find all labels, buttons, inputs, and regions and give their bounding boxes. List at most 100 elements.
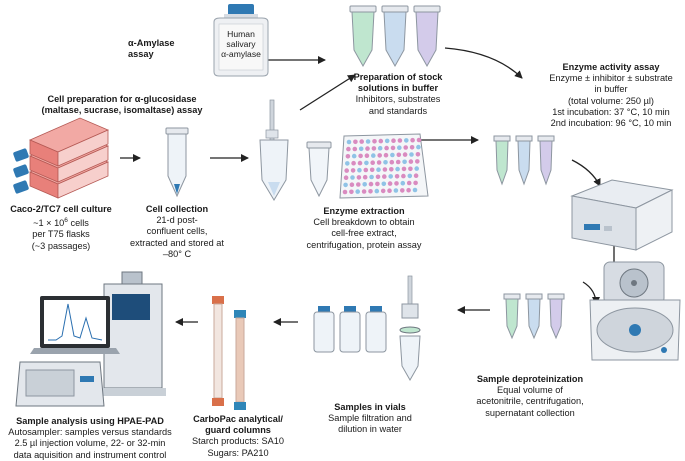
plate-well (364, 160, 369, 166)
stock-solution-tubes (349, 5, 441, 68)
cell-prep-title-1: Cell preparation for α-glucosidase (47, 94, 197, 104)
plate-well (350, 168, 356, 173)
culture-label: Caco-2/TC7 cell culture ~1 × 106 cells p… (0, 204, 122, 252)
collection-line-1: 21-d post- (156, 215, 198, 226)
plate-well (409, 145, 415, 150)
plate-well (349, 189, 354, 195)
vials-title: Samples in vials (334, 402, 406, 412)
plate-well (343, 175, 349, 180)
plate-well (416, 137, 422, 143)
cell-prep-label: Cell preparation for α-glucosidase (malt… (8, 94, 236, 116)
cell-prep-title-2: (maltase, sucrase, isomaltase) assay (41, 105, 203, 116)
plate-well (415, 152, 421, 157)
analysis-label: Sample analysis using HPAE-PAD Autosampl… (2, 416, 178, 461)
vials-label: Samples in vials Sample filtration and d… (310, 402, 430, 436)
plate-well (369, 174, 374, 180)
plate-well (363, 167, 369, 173)
plate-well (372, 139, 377, 144)
plate-well (364, 153, 370, 158)
plate-well (401, 166, 407, 172)
plate-well (402, 152, 408, 157)
plate-well (402, 159, 407, 165)
plate-well (397, 145, 402, 150)
plate-well (381, 181, 387, 187)
plate-well (391, 138, 396, 143)
analysis-title: Sample analysis using HPAE-PAD (16, 416, 164, 426)
collection-line-2: confluent cells, (146, 226, 208, 237)
hpae-pad-system (15, 271, 166, 407)
activity-title: Enzyme activity assay (562, 62, 660, 72)
plate-well (414, 166, 420, 171)
amylase-title: α-Amylase (128, 38, 175, 48)
plate-well (357, 160, 363, 166)
bottle-line-2: salivary (226, 39, 256, 49)
activity-tubes (493, 135, 555, 186)
plate-well (343, 182, 348, 188)
plate-well (396, 152, 402, 158)
plate-well (401, 173, 406, 179)
flow-arrows (120, 47, 618, 326)
collection-label: Cell collection 21-d post- confluent cel… (122, 204, 232, 260)
plate-well (406, 180, 412, 186)
extraction-line-2: cell-free extract, (331, 228, 397, 239)
plate-well (382, 167, 388, 172)
plate-well (358, 153, 363, 159)
plate-well (356, 182, 361, 187)
centrifuge (589, 261, 681, 361)
vials-line-2: dilution in water (338, 424, 402, 435)
plate-well (365, 146, 370, 151)
plate-well (342, 189, 348, 195)
plate-well (406, 187, 411, 193)
plate-well (352, 146, 358, 152)
plate-well (346, 139, 352, 145)
plate-well (404, 138, 409, 143)
bottle-label: Human salivary α-amylase (219, 29, 263, 59)
plate-well (365, 139, 371, 144)
plate-well (397, 138, 403, 143)
plate-well (388, 174, 394, 179)
plate-well (393, 188, 399, 193)
cell-culture-flasks (13, 117, 110, 199)
collection-tube (165, 127, 189, 198)
carbopac-line-1: Starch products: SA10 (192, 436, 284, 447)
plate-well (368, 181, 374, 187)
carbopac-line-2: Sugars: PA210 (207, 447, 269, 458)
plate-well (375, 174, 381, 180)
activity-line-2: in buffer (594, 84, 628, 95)
stock-label: Preparation of stock solutions in buffer… (344, 72, 452, 117)
bottle-line-3: α-amylase (221, 49, 261, 59)
activity-line-3: (total volume: 250 µl) (568, 95, 654, 106)
stock-title-1: Preparation of stock (353, 72, 443, 82)
plate-well (376, 167, 381, 172)
extraction-label: Enzyme extraction Cell breakdown to obta… (294, 206, 434, 251)
plate-well (355, 189, 361, 194)
plate-well (371, 153, 376, 158)
analysis-line-1: Autosampler: samples versus standards (8, 427, 172, 438)
carbopac-title-1: CarboPac analytical/ (193, 414, 283, 424)
deprot-line-1: Equal volume of (497, 385, 563, 396)
culture-title: Caco-2/TC7 cell culture (10, 204, 112, 214)
plate-well (403, 145, 409, 150)
carbopac-columns (212, 296, 246, 410)
collection-line-4: –80° C (162, 248, 192, 259)
sample-vials (313, 275, 421, 382)
plate-well (359, 139, 365, 144)
plate-well (395, 166, 400, 172)
deprot-line-3: supernatant collection (485, 407, 575, 418)
plate-well (412, 187, 418, 193)
amylase-title-2: assay (128, 49, 154, 60)
deprot-line-2: acetonitrile, centrifugation, (476, 396, 584, 407)
plate-well (378, 138, 384, 144)
plate-well (377, 145, 383, 151)
stock-line-2: and standards (368, 105, 428, 116)
plate-well (382, 174, 387, 179)
plate-well (362, 182, 368, 187)
analysis-line-2: 2.5 µl injection volume, 22- or 32-min (14, 438, 166, 449)
plate-well (369, 167, 375, 173)
plate-well (351, 153, 357, 159)
activity-line-4: 1st incubation: 37 °C, 10 min (552, 106, 670, 117)
bottle-line-1: Human (227, 29, 255, 39)
plate-well (380, 188, 386, 194)
plate-well (356, 175, 362, 180)
